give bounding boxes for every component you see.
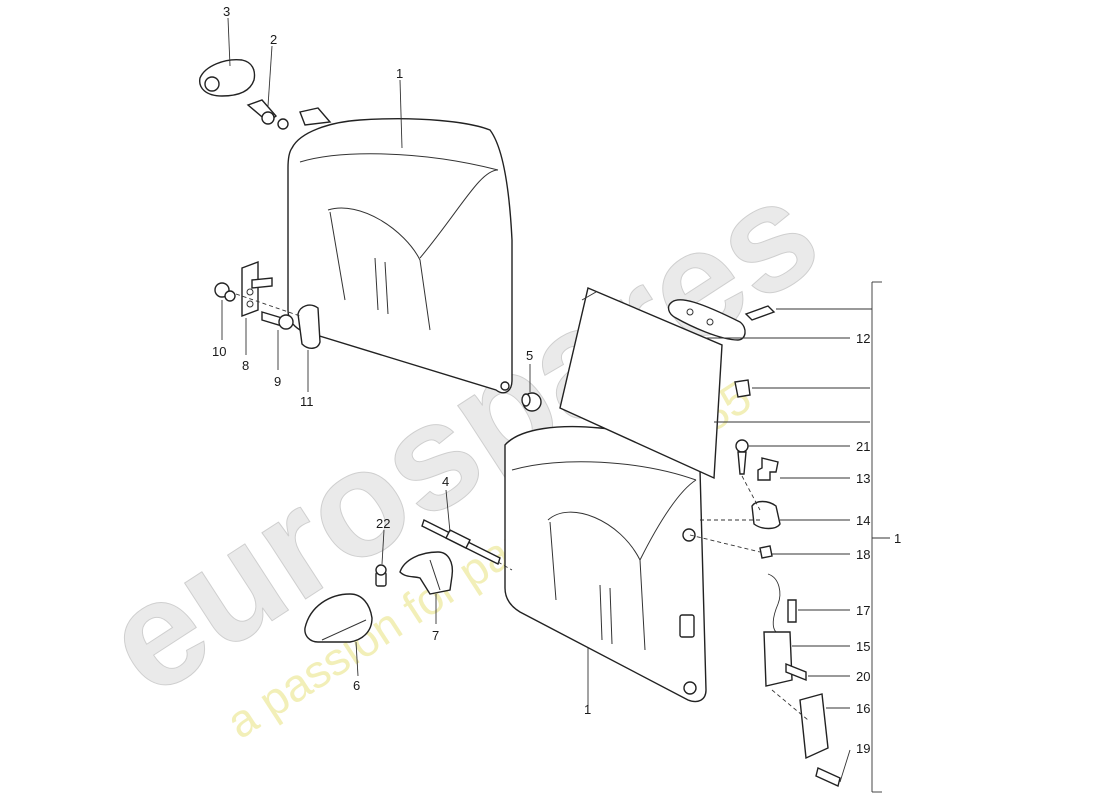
part-15-lock: [763, 573, 793, 687]
part-3-cap: [199, 59, 256, 97]
part-11-cover: [297, 304, 321, 349]
callout-17: 17: [856, 603, 870, 618]
callout-1-group: 1: [894, 531, 901, 546]
callout-22: 22: [376, 516, 390, 531]
callout-19: 19: [856, 741, 870, 756]
callout-12: 12: [856, 331, 870, 346]
part-10-nut: [214, 282, 236, 302]
part-6-cover: [304, 593, 373, 643]
part-12-bracket: [667, 299, 776, 341]
lower-seat-backrest: [504, 425, 707, 703]
panel-clip: [734, 379, 751, 398]
part-18-nut: [759, 545, 773, 559]
callout-13: 13: [856, 471, 870, 486]
callout-3: 3: [223, 4, 230, 19]
callout-18: 18: [856, 547, 870, 562]
callout-16: 16: [856, 701, 870, 716]
callout-9: 9: [274, 374, 281, 389]
callout-6: 6: [353, 678, 360, 693]
part-22-screw: [375, 564, 387, 587]
callout-5: 5: [526, 348, 533, 363]
callout-1-lower: 1: [584, 702, 591, 717]
part-9-bolt: [261, 311, 294, 330]
part-8-plate: [241, 260, 273, 318]
part-19-bolt: [815, 767, 841, 787]
part-20-bolt: [785, 662, 807, 682]
callout-15: 15: [856, 639, 870, 654]
leader-lines: [221, 17, 890, 793]
upper-seat-backrest: [287, 107, 513, 394]
callout-2: 2: [270, 32, 277, 47]
callout-4: 4: [442, 474, 449, 489]
part-17-pin: [787, 599, 797, 623]
callout-7: 7: [432, 628, 439, 643]
part-4-rod: [421, 519, 501, 565]
part-7-hinge: [399, 551, 454, 595]
callout-1-upper: 1: [396, 66, 403, 81]
callout-11: 11: [300, 394, 314, 409]
callout-21: 21: [856, 439, 870, 454]
rear-panel: [559, 287, 723, 480]
callout-labels: 3 2 1 10 8 9 11 5 4 22 7 6 1 12 21 13 14…: [212, 4, 901, 756]
callout-10: 10: [212, 344, 226, 359]
part-14-bracket: [751, 500, 781, 530]
part-16-cover: [799, 693, 829, 760]
part-2-bolt: [246, 99, 289, 130]
part-21-screw: [735, 439, 749, 475]
part-13-clip: [757, 457, 779, 481]
callout-20: 20: [856, 669, 870, 684]
part-5-plug: [521, 392, 542, 412]
assembly-guides: [235, 293, 809, 721]
callout-14: 14: [856, 513, 870, 528]
callout-8: 8: [242, 358, 249, 373]
